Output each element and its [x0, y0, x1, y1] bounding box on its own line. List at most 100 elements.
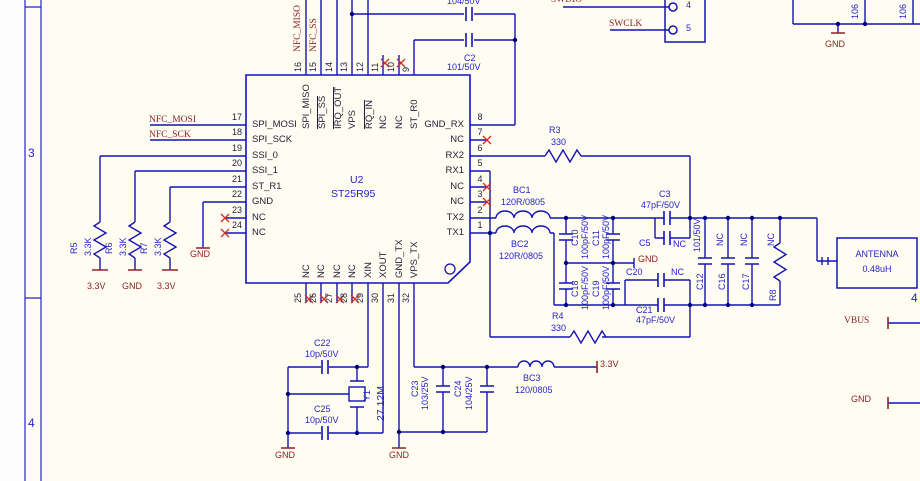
pin-name: VPS: [347, 109, 358, 129]
c17-value: NC: [739, 233, 749, 246]
pin-name: ST_R0: [409, 99, 420, 129]
c25-refdes: C25: [314, 404, 331, 414]
pin-name: GND_RX: [424, 119, 464, 130]
pin-name: NC: [378, 115, 389, 129]
pin-name: NC: [316, 264, 327, 278]
pin-name: XOUT: [378, 251, 389, 278]
crystal-symbol[interactable]: [348, 380, 366, 408]
pin-number: 31: [386, 292, 396, 303]
r7-value: 3.3K: [153, 237, 163, 256]
zone-label: 4: [911, 291, 918, 305]
c2-value: 101/50V: [447, 62, 481, 72]
c11-value: 100pF/50V: [601, 214, 611, 259]
antenna-box[interactable]: [836, 237, 918, 289]
pin-number: 9: [401, 66, 411, 72]
pin-number: 28: [339, 292, 349, 303]
bc2-value: 120R/0805: [499, 251, 544, 261]
cap-value: 106: [898, 3, 908, 19]
pin-name: RQ_IN: [364, 99, 376, 129]
pin-number: 22: [231, 189, 242, 199]
pin-number: 15: [308, 61, 318, 72]
pin-name: NC: [450, 181, 464, 192]
r6-refdes: R6: [104, 242, 114, 254]
pin-number: 14: [324, 61, 334, 72]
pin-name: VPS_TX: [409, 241, 420, 278]
antenna-value: 0.48uH: [862, 264, 892, 274]
c20-value: NC: [671, 267, 684, 277]
pin-name: SSI_1: [252, 165, 278, 176]
pin-name: GND: [252, 196, 274, 207]
bc3-value: 120/0805: [515, 385, 553, 395]
gnd-label: GND: [190, 249, 210, 259]
ic-u2-body[interactable]: [245, 74, 471, 284]
r7-refdes: R7: [139, 242, 149, 254]
inductor-symbols[interactable]: [495, 210, 555, 368]
net-label-nfc-ss: NFC_SS: [309, 18, 319, 52]
zone-label: 3: [28, 146, 35, 160]
net-label-nfc-mosi: NFC_MOSI: [149, 115, 196, 125]
gnd-label: GND: [275, 450, 295, 460]
c22-refdes: C22: [314, 338, 331, 348]
pin-name: SSI_0: [252, 150, 278, 161]
antenna-name: ANTENNA: [855, 249, 899, 259]
bc1-value: 120R/0805: [501, 197, 546, 207]
c21-value: 47pF/50V: [636, 315, 676, 325]
pin-number: 17: [231, 112, 242, 122]
pin-name: RX1: [445, 165, 464, 176]
pin-number: 32: [401, 292, 411, 303]
pin-name: SPI_SS: [317, 95, 329, 129]
pin-number: 7: [477, 127, 483, 137]
bc2-refdes: BC2: [511, 239, 529, 249]
r6-value: 3.3K: [118, 237, 128, 256]
c24-refdes: C24: [453, 380, 463, 397]
c24-value: 104/25V: [464, 376, 474, 410]
r8-refdes: R8: [768, 289, 778, 301]
pin-name: ST_R1: [252, 181, 282, 192]
r5-value: 3.3K: [83, 237, 93, 256]
pin-name: NC: [450, 134, 464, 145]
c17-refdes: C17: [741, 273, 751, 290]
pin-name: NC: [347, 264, 358, 278]
sheet-border: [24, 0, 42, 481]
resistor-symbols[interactable]: [92, 148, 788, 345]
pin-name: TX2: [446, 212, 464, 223]
connector-symbol[interactable]: [664, 0, 706, 43]
c5-value: NC: [673, 239, 686, 249]
pin-name: NC: [252, 212, 266, 223]
v33-label: 3.3V: [600, 359, 619, 369]
c2-refdes: C2: [464, 53, 476, 63]
pin-number: 29: [355, 292, 365, 303]
pin-number: 19: [231, 143, 242, 153]
junction-dots: [285, 11, 868, 436]
c10-value: 100pF/50V: [580, 214, 590, 259]
pin-name: NC: [450, 196, 464, 207]
r5-refdes: R5: [69, 242, 79, 254]
net-label-swclk: SWCLK: [609, 19, 643, 29]
gnd-label: GND: [825, 39, 845, 49]
c23-value: 103/25V: [420, 376, 430, 410]
u2-refdes: U2: [350, 174, 364, 186]
pin-number: 6: [477, 143, 483, 153]
r3-refdes: R3: [549, 125, 561, 135]
c18-value: 100pF/50V: [580, 265, 590, 310]
c19-value: 100pF/50V: [601, 265, 611, 310]
net-label-swdio: SWDIO: [551, 0, 583, 5]
pin-name: NC: [394, 115, 405, 129]
pin-name: NC: [301, 264, 312, 278]
pin-name: XIN: [363, 262, 374, 278]
c12-value: 101/50V: [692, 218, 702, 252]
pin-number: 18: [231, 127, 242, 137]
y1-value: 27.12M: [375, 385, 387, 421]
capacitor-symbols[interactable]: [321, 7, 759, 440]
pin-number: 27: [324, 292, 334, 303]
pin-number: 8: [477, 112, 483, 122]
r8-value: NC: [766, 233, 776, 246]
c3-refdes: C3: [659, 189, 671, 199]
bc3-refdes: BC3: [523, 373, 541, 383]
power-symbols: [92, 32, 889, 449]
pin-name: NC: [332, 264, 343, 278]
sheet-margin: [0, 0, 25, 481]
pin-name: TX1: [446, 227, 464, 238]
pin-number: 1: [477, 220, 483, 230]
